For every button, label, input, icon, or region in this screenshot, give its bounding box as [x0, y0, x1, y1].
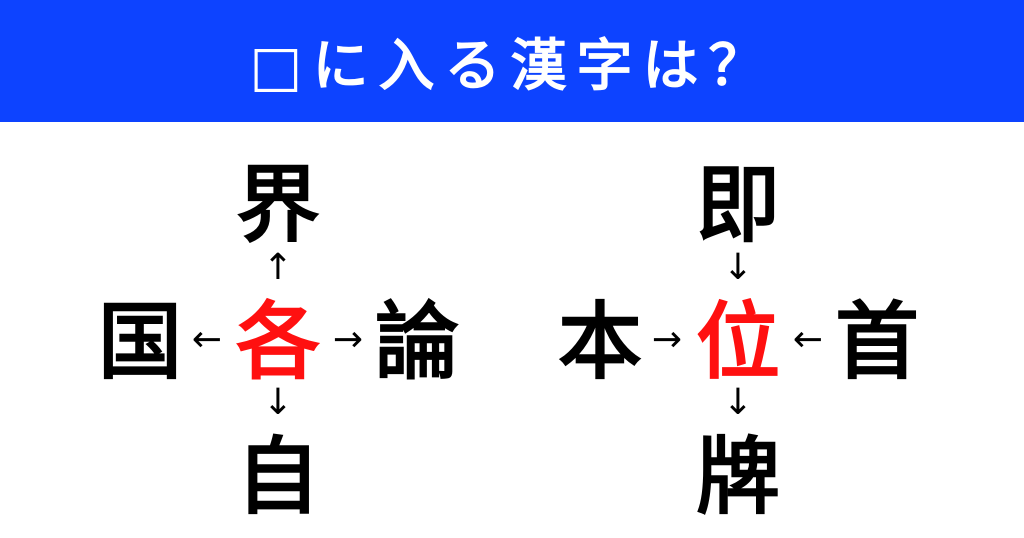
puzzle-1-bottom-char: 自	[235, 428, 320, 526]
puzzle-1-top-char: 界	[235, 156, 320, 254]
puzzle-2-left-char: 本	[557, 293, 642, 391]
puzzle-1-arrow-top: ↑	[262, 247, 294, 288]
page-title: □に入る漢字は？	[249, 33, 775, 99]
puzzle-1-answer-char: 各	[235, 293, 320, 391]
puzzle-2-arrow-left: →	[651, 319, 683, 360]
puzzle-1-arrow-right: →	[332, 319, 364, 360]
puzzle-1-arrow-left: ←	[191, 319, 223, 360]
puzzle-2-bottom-char: 牌	[695, 428, 780, 526]
puzzle-2-top-char: 即	[695, 156, 780, 254]
puzzle-2-arrow-bottom: ↓	[722, 382, 754, 423]
puzzle-2-answer-char: 位	[695, 293, 780, 391]
puzzle-2-arrow-right: ←	[792, 319, 824, 360]
header-banner: □に入る漢字は？	[0, 0, 1024, 122]
puzzle-2-right-char: 首	[834, 293, 919, 391]
puzzle-1-arrow-bottom: ↓	[262, 382, 294, 423]
puzzle-1-right-char: 論	[374, 293, 459, 391]
puzzle-1-left-char: 国	[97, 293, 182, 391]
puzzle-2-arrow-top: ↓	[722, 247, 754, 288]
